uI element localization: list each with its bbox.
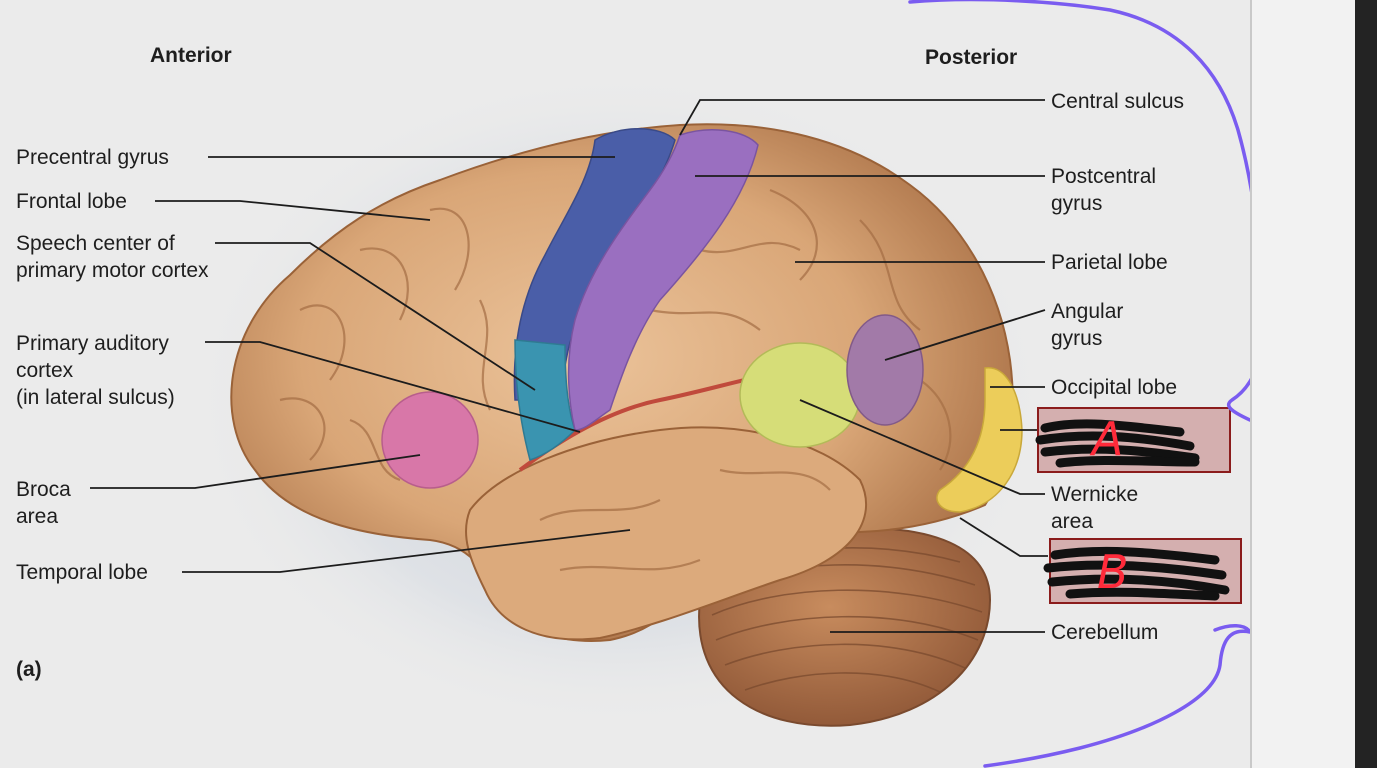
answer-letter-b: B xyxy=(1097,545,1129,599)
broca-area-region xyxy=(381,391,479,489)
label-central-sulcus: Central sulcus xyxy=(1051,90,1185,113)
scribble-b xyxy=(1043,546,1230,601)
leader-angular xyxy=(884,309,1046,361)
leader-box-b xyxy=(959,517,1048,557)
panel-divider xyxy=(1250,0,1252,768)
brain-diagram xyxy=(90,0,1250,768)
label-speech-center: Speech center of primary motor cortex xyxy=(16,232,209,282)
leader-auditory xyxy=(205,341,581,433)
right-gutter xyxy=(1252,0,1355,768)
window-edge xyxy=(1355,0,1377,768)
panel-label: (a) xyxy=(16,658,42,681)
label-parietal-lobe: Parietal lobe xyxy=(1051,251,1168,274)
label-wernicke: Wernicke area xyxy=(1051,483,1139,533)
label-frontal-lobe: Frontal lobe xyxy=(16,190,127,213)
leader-broca xyxy=(90,454,421,489)
label-primary-auditory: Primary auditory cortex (in lateral sulc… xyxy=(16,332,175,409)
leader-temporal xyxy=(182,529,631,573)
purple-bracket xyxy=(908,0,1250,768)
leader-speech xyxy=(215,242,536,391)
label-angular-gyrus: Angular gyrus xyxy=(1051,300,1124,350)
precentral-gyrus-region xyxy=(513,128,676,401)
leader-wernicke xyxy=(799,399,1045,495)
label-postcentral-gyrus: Postcentral gyrus xyxy=(1051,165,1157,215)
gyri-texture xyxy=(279,188,952,572)
anterior-label: Anterior xyxy=(150,44,232,67)
wernicke-area-region xyxy=(739,342,861,448)
label-cerebellum: Cerebellum xyxy=(1051,621,1159,644)
postcentral-gyrus-region xyxy=(567,129,759,431)
angular-gyrus-region xyxy=(846,314,924,426)
temporal-lobe-shape xyxy=(464,426,867,641)
leader-frontal xyxy=(155,200,431,221)
label-precentral-gyrus: Precentral gyrus xyxy=(16,146,169,169)
leader-central xyxy=(679,99,1045,136)
speech-center-region xyxy=(514,339,576,461)
leader-lines xyxy=(90,99,1048,633)
occipital-lobe-region xyxy=(936,367,1023,513)
label-occipital-lobe: Occipital lobe xyxy=(1051,376,1178,399)
answer-letter-a: A xyxy=(1092,412,1124,466)
label-broca: Broca area xyxy=(16,478,71,528)
posterior-label: Posterior xyxy=(925,46,1018,69)
scribble-a xyxy=(1035,419,1200,468)
label-temporal-lobe: Temporal lobe xyxy=(16,561,148,584)
